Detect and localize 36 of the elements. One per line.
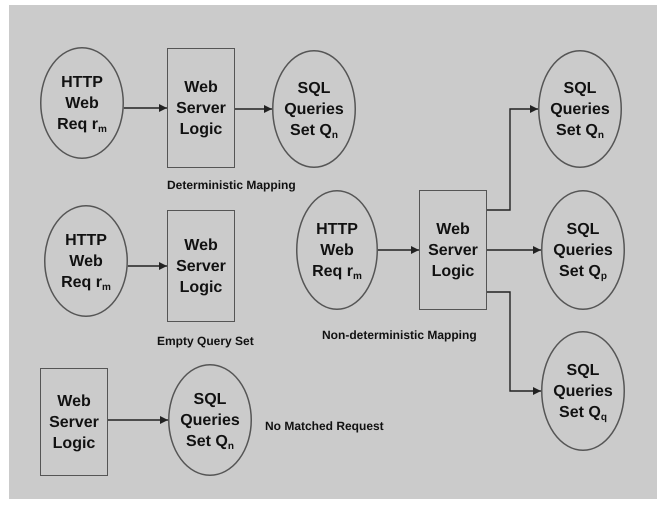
node-label: HTTP Web Req r$_{m}$ [60, 230, 112, 292]
ellipse-node [272, 50, 356, 168]
caption-label: Non-deterministic Mapping [322, 328, 477, 342]
node-label: SQL Queries Set Q$_{n}$ [283, 78, 345, 140]
ellipse-node [40, 47, 124, 159]
node-label: SQL Queries Set Q$_{q}$ [552, 360, 614, 422]
node-label: Web Server Logic [48, 392, 100, 454]
caption-label: Empty Query Set [157, 334, 254, 348]
arrow [487, 105, 538, 211]
arrow [128, 262, 167, 270]
arrow [378, 246, 419, 254]
node-label: Web Server Logic [175, 78, 227, 140]
node-label: Web Server Logic [175, 236, 227, 298]
arrow [124, 104, 167, 112]
node-label: HTTP Web Req r$_{m}$ [56, 72, 108, 134]
ellipse-node [296, 190, 378, 310]
arrow [487, 291, 541, 395]
node-label: SQL Queries Set Q$_{p}$ [552, 220, 614, 282]
caption-label: No Matched Request [265, 419, 384, 433]
arrow [235, 105, 272, 113]
caption-label: Deterministic Mapping [167, 178, 296, 192]
ellipse-node [541, 331, 625, 451]
process-box [40, 368, 108, 476]
process-box [419, 190, 487, 310]
ellipse-node [541, 190, 625, 310]
node-label: HTTP Web Req r$_{m}$ [311, 220, 363, 282]
process-box [167, 48, 235, 168]
node-label: Web Server Logic [427, 220, 479, 282]
ellipse-node [168, 364, 252, 476]
ellipse-node [44, 205, 128, 317]
ellipse-node [538, 50, 622, 168]
arrow [487, 246, 541, 254]
node-label: SQL Queries Set Q$_{n}$ [549, 78, 611, 140]
process-box [167, 210, 235, 322]
node-label: SQL Queries Set Q$_{n}$ [179, 390, 241, 452]
arrow [108, 416, 168, 424]
